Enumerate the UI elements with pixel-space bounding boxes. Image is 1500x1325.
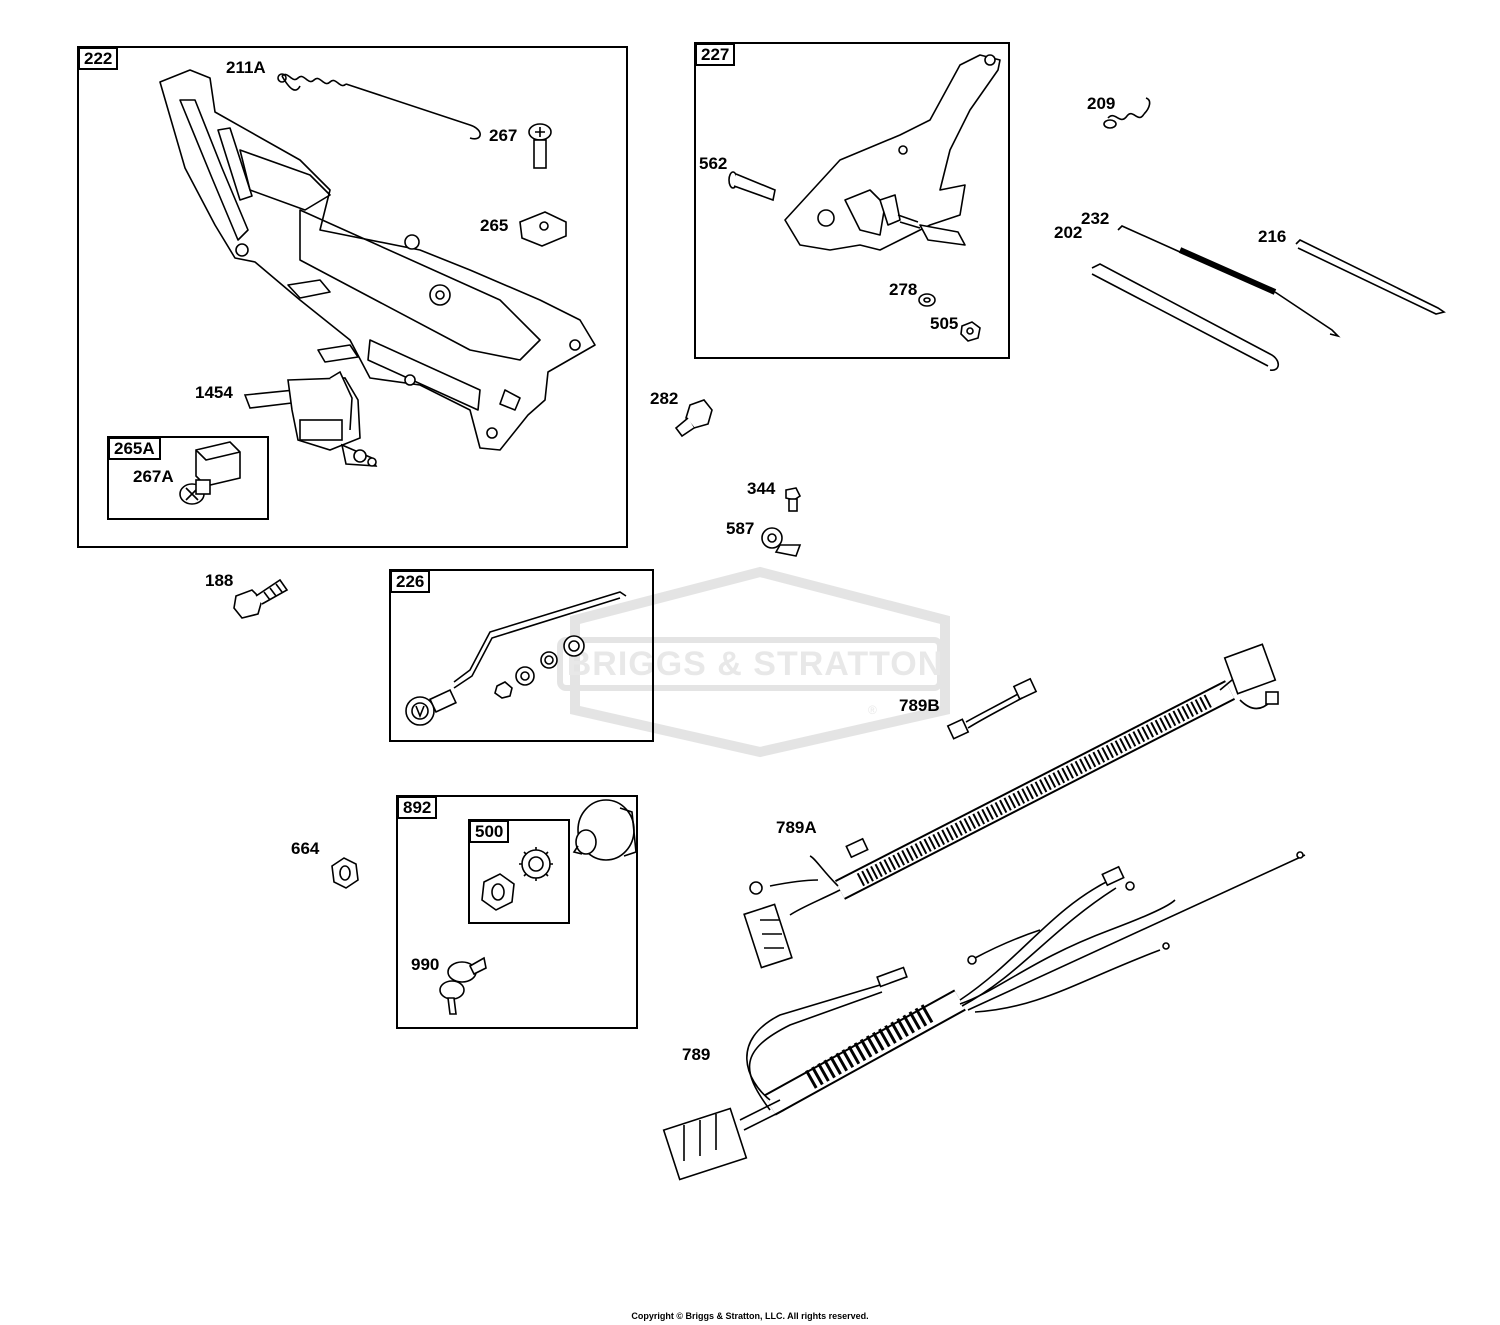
part-callout-562: 562 (699, 154, 728, 173)
control-bracket-drawing (159, 69, 596, 451)
assembly-label-222: 222 (78, 47, 119, 70)
screw-344-drawing (785, 487, 802, 512)
part-callout-587: 587 (726, 519, 755, 538)
lock-washer-500-drawing (481, 847, 553, 911)
nut-505-drawing (960, 321, 981, 342)
washer-278-drawing (918, 293, 936, 307)
assembly-label-226: 226 (390, 570, 431, 593)
part-callout-664: 664 (291, 839, 320, 858)
part-callout-265: 265 (480, 216, 509, 235)
part-callout-188: 188 (205, 571, 234, 590)
assembly-label-500: 500 (469, 820, 510, 843)
watermark-registered: ® (868, 703, 877, 717)
rod-202-drawing (1091, 263, 1280, 371)
solenoid-1454-drawing (243, 370, 378, 467)
part-callout-209: 209 (1087, 94, 1116, 113)
assembly-frame-222 (77, 46, 628, 548)
copyright-notice: Copyright © Briggs & Stratton, LLC. All … (631, 1311, 869, 1321)
part-callout-267: 267 (489, 126, 518, 145)
clip-265-drawing (519, 211, 567, 247)
throttle-plate-227-drawing (784, 54, 1001, 251)
nut-664-drawing (331, 857, 359, 889)
part-callout-1454: 1454 (195, 383, 233, 402)
part-callout-211A: 211A (226, 58, 266, 77)
part-callout-282: 282 (650, 389, 679, 408)
part-callout-789B: 789B (899, 696, 940, 715)
harness-789B-drawing (946, 677, 1038, 740)
harness-789A-drawing (743, 643, 1279, 969)
assembly-label-265A: 265A (108, 437, 161, 460)
part-callout-202: 202 (1054, 223, 1083, 242)
clamp-587-drawing (761, 527, 802, 557)
spring-209-drawing (1103, 97, 1151, 129)
spring-211A-drawing (277, 73, 481, 140)
part-callout-344: 344 (747, 479, 776, 498)
assembly-frame-226 (389, 569, 654, 742)
screw-267-drawing (528, 123, 552, 169)
ignition-switch-892-drawing (572, 799, 637, 861)
assembly-frame-500 (468, 819, 570, 924)
pin-562-drawing (728, 171, 776, 202)
part-callout-216: 216 (1258, 227, 1287, 246)
assembly-frame-227 (694, 42, 1010, 359)
assembly-frame-265A (107, 436, 269, 520)
clip-265A-drawing (195, 441, 241, 487)
part-callout-505: 505 (930, 314, 959, 333)
choke-control-226-drawing (405, 591, 627, 726)
part-callout-789: 789 (682, 1045, 711, 1064)
rod-216-drawing (1295, 239, 1446, 315)
assembly-label-227: 227 (695, 43, 736, 66)
bolt-188-drawing (233, 578, 289, 619)
part-callout-990: 990 (411, 955, 440, 974)
keys-990-drawing (439, 956, 487, 1015)
bolt-282-drawing (674, 399, 713, 438)
harness-789-drawing (662, 851, 1306, 1181)
screw-267A-drawing (179, 479, 211, 505)
brand-watermark: BRIGGS & STRATTON ® (557, 566, 950, 758)
assembly-label-892: 892 (397, 796, 438, 819)
rod-232-drawing (1117, 225, 1341, 338)
part-callout-232: 232 (1081, 209, 1110, 228)
part-callout-789A: 789A (776, 818, 817, 837)
part-callout-267A: 267A (133, 467, 174, 486)
watermark-text: BRIGGS & STRATTON (567, 645, 944, 683)
part-callout-278: 278 (889, 280, 918, 299)
assembly-frame-892 (396, 795, 638, 1029)
